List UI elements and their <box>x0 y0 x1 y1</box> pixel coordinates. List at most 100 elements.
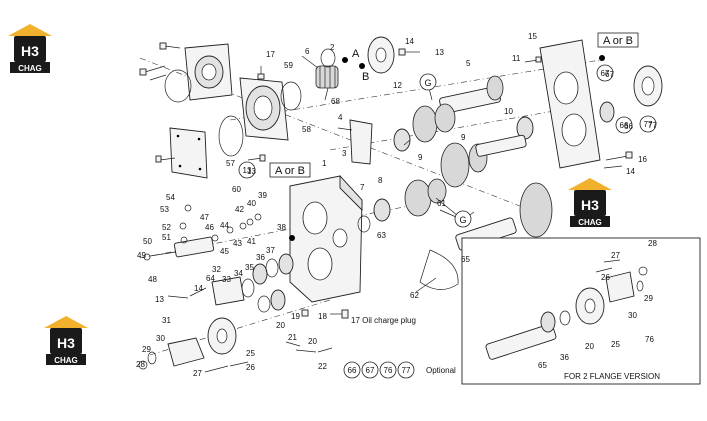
part-number-label: 49 <box>137 251 146 260</box>
part-number-label: 20 <box>585 342 594 351</box>
part-number-label: 14 <box>405 37 414 46</box>
ref-circle-66: 66 <box>615 116 633 134</box>
part-number-label: 20 <box>276 321 285 330</box>
callout-g-lower: G <box>454 210 472 228</box>
end-cover-housing <box>539 39 601 169</box>
part-number-label: 12 <box>393 81 402 90</box>
bolt-13-mid <box>247 154 266 162</box>
bolts-13-14-left <box>167 287 207 299</box>
bolt-left-cover <box>155 155 176 163</box>
part-number-label: 5 <box>466 59 471 68</box>
part-number-label: 64 <box>206 274 215 283</box>
part-number-label: 20 <box>308 337 317 346</box>
ref-circle-13: 13 <box>238 161 256 179</box>
small-bolts-top <box>139 42 181 81</box>
part-number-label: 25 <box>246 349 255 358</box>
svg-text:A or B: A or B <box>603 35 633 47</box>
part-number-label: 76 <box>645 335 654 344</box>
yoke-30-lower <box>138 337 205 370</box>
part-number-label: 59 <box>284 61 293 70</box>
part-number-label: 65 <box>538 361 547 370</box>
part-number-label: 29 <box>644 294 653 303</box>
bearing-7 <box>373 198 391 222</box>
pump-flange-31 <box>211 276 245 306</box>
part-number-label: 62 <box>410 291 419 300</box>
svg-text:66: 66 <box>348 366 357 375</box>
svg-text:G: G <box>459 215 466 225</box>
svg-text:Optional: Optional <box>426 366 456 375</box>
part-number-label: 13 <box>155 295 164 304</box>
gear-lower-G <box>404 178 447 217</box>
part-number-label: 45 <box>220 247 229 256</box>
part-number-label: 68 <box>331 97 340 106</box>
logo-mid-right: H3 CHAG <box>568 178 612 227</box>
part-number-label: 10 <box>504 107 513 116</box>
part-number-label: 27 <box>611 251 620 260</box>
part-number-label: 3 <box>342 149 347 158</box>
svg-text:67: 67 <box>366 366 375 375</box>
part-number-label: 40 <box>247 199 256 208</box>
bracket-3 <box>337 119 373 165</box>
part-number-label: 14 <box>626 167 635 176</box>
bolt-18 <box>301 309 309 317</box>
inset-caption: FOR 2 FLANGE VERSION <box>564 372 660 381</box>
part-number-label: 66 <box>624 122 633 131</box>
bearing-19-20 <box>257 289 286 313</box>
part-number-label: 28 <box>648 239 657 248</box>
bolt-16 <box>603 151 633 169</box>
main-housing <box>289 174 363 303</box>
oil-charge-plug-label: 17 Oil charge plug <box>351 316 416 325</box>
seal-rings-34-37 <box>241 253 294 298</box>
part-number-label: 77 <box>648 121 657 130</box>
logo-top-text: H3 <box>21 43 39 59</box>
part-number-label: 65 <box>461 255 470 264</box>
a-or-b-box-left: A or B <box>269 162 311 241</box>
part-number-label: 53 <box>160 205 169 214</box>
part-number-label: 11 <box>512 54 521 63</box>
svg-text:76: 76 <box>384 366 393 375</box>
part-number-label: 15 <box>528 32 537 41</box>
logo-roof-icon <box>568 178 612 190</box>
part-number-label: 47 <box>200 213 209 222</box>
part-number-label: 58 <box>302 125 311 134</box>
part-number-label: 29 <box>142 345 151 354</box>
part-number-label: 26 <box>246 363 255 372</box>
inset-two-flange: FOR 2 FLANGE VERSION <box>461 237 701 385</box>
part-number-label: 26 <box>601 273 610 282</box>
part-number-label: 25 <box>611 340 620 349</box>
bearing-63 <box>357 215 371 233</box>
o-ring-57 <box>218 115 244 157</box>
bearing-right <box>599 101 615 123</box>
svg-text:66: 66 <box>620 121 629 130</box>
optional-legend: 66 67 76 77 Optional <box>343 361 456 379</box>
svg-text:B: B <box>362 71 369 83</box>
logo-bottom-text: CHAG <box>578 218 602 227</box>
part-number-label: 17 <box>266 50 275 59</box>
marker-a: A <box>342 48 360 63</box>
bolt-13-top <box>398 48 420 56</box>
part-number-label: 18 <box>318 312 327 321</box>
part-number-label: 41 <box>247 237 256 246</box>
part-number-label: 13 <box>435 48 444 57</box>
part-number-label: 2 <box>330 43 335 52</box>
logo-top-left: H3 CHAG <box>8 24 52 73</box>
bolts-26-27 <box>204 361 249 373</box>
logo-top-text: H3 <box>57 335 75 351</box>
part-number-label: 14 <box>194 284 203 293</box>
valve-body <box>143 236 215 261</box>
flange-25-lower <box>207 317 237 355</box>
bolt-top-17 <box>257 66 265 80</box>
logo-bottom-left: H3 CHAG <box>44 316 88 365</box>
part-number-label: 61 <box>437 199 446 208</box>
svg-text:77: 77 <box>644 120 653 129</box>
part-number-label: 6 <box>305 47 310 56</box>
ref-circle-77: 77 <box>639 115 657 133</box>
part-number-label: 38 <box>277 223 286 232</box>
logo-bottom-text: CHAG <box>18 64 42 73</box>
part-number-label: 42 <box>235 205 244 214</box>
part-number-label: 31 <box>162 316 171 325</box>
part-number-label: 54 <box>166 193 175 202</box>
bolts-21-22 <box>285 341 333 353</box>
part-number-label: 28 <box>136 360 145 369</box>
part-number-label: 27 <box>193 369 202 378</box>
